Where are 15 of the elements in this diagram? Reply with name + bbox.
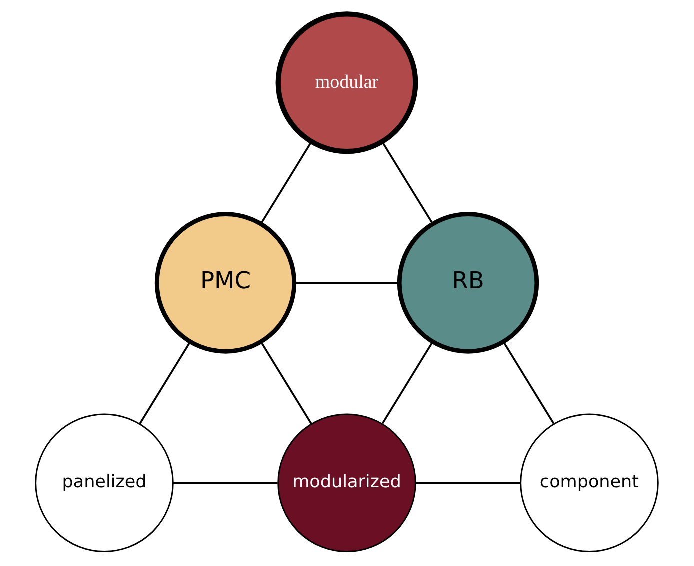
node-circle: panelized (35, 414, 174, 553)
connector (294, 282, 399, 284)
node-circle: component (520, 414, 659, 553)
connector (502, 342, 555, 424)
node-circle: PMC (154, 212, 297, 354)
connector (382, 342, 434, 424)
connector (260, 342, 312, 424)
node-circle: modularized (278, 414, 416, 553)
node-circle: RB (397, 212, 540, 354)
connector (173, 482, 278, 484)
node-circle: modular (276, 12, 418, 154)
connector (139, 342, 192, 424)
connector (260, 141, 312, 224)
connector (382, 141, 434, 224)
connector (416, 482, 520, 484)
